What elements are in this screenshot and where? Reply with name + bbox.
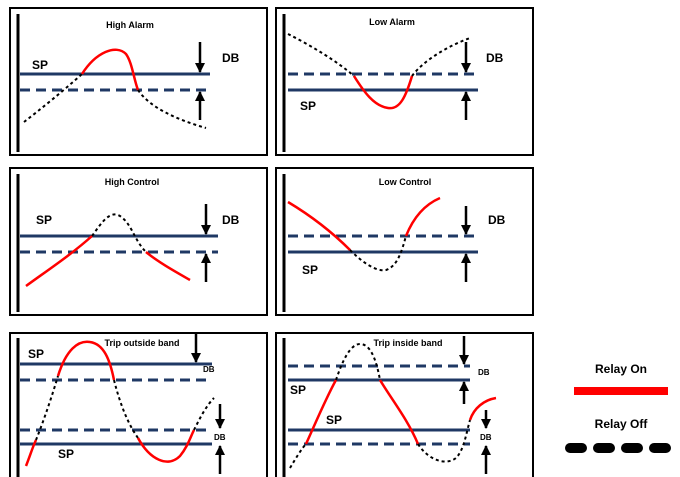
relay-on-curve	[136, 429, 196, 463]
relay-on-curve	[378, 379, 420, 445]
relay-off-curve	[287, 33, 355, 77]
db-lower-label: DB	[214, 433, 226, 442]
panel-title: High Control	[105, 177, 160, 187]
legend-relay-on-label: Relay On	[595, 362, 647, 376]
panel-frame	[275, 167, 534, 316]
panel-low-control: Low Control SP DB	[275, 167, 534, 316]
sp-label: SP	[300, 99, 316, 113]
relay-off-curve	[137, 89, 207, 129]
db-upper-label: DB	[478, 368, 490, 377]
panel-frame	[275, 332, 534, 477]
relay-on-curve	[287, 200, 351, 251]
db-label: DB	[488, 213, 506, 227]
panel-frame	[9, 332, 268, 477]
sp-label: SP	[32, 58, 48, 72]
relay-off-curve	[35, 375, 59, 441]
sp-lower-label: SP	[58, 447, 74, 461]
relay-on-curve	[80, 48, 140, 91]
relay-on-curve	[24, 439, 38, 467]
db-label: DB	[222, 213, 240, 227]
panel-frame	[9, 167, 268, 316]
panel-high-alarm: High Alarm SP DB	[9, 7, 268, 156]
relay-off-curve	[411, 37, 471, 77]
legend-relay-off-label: Relay Off	[595, 417, 649, 431]
sp-label: SP	[302, 263, 318, 277]
panel-title: Low Alarm	[369, 17, 415, 27]
panel-frame	[9, 7, 268, 156]
db-label: DB	[486, 51, 504, 65]
relay-on-curve	[352, 75, 414, 110]
sp-upper-label: SP	[28, 347, 44, 361]
relay-off-curve	[91, 213, 147, 253]
panel-high-control: High Control SP DB	[9, 167, 268, 316]
relay-off-curve	[349, 235, 407, 272]
panel-title: Trip outside band	[104, 338, 179, 348]
relay-on-curve	[404, 196, 441, 237]
relay-on-curve	[56, 340, 116, 381]
sp-lower-label: SP	[326, 413, 342, 427]
panel-title: Trip inside band	[373, 338, 442, 348]
sp-upper-label: SP	[290, 383, 306, 397]
relay-off-curve	[289, 443, 307, 469]
legend: Relay On Relay Off	[565, 362, 680, 453]
db-upper-label: DB	[203, 365, 215, 374]
relay-on-curve	[468, 396, 497, 421]
panel-trip-outside-band: Trip outside band SP SP DB DB	[9, 332, 268, 477]
relay-off-curve	[23, 73, 83, 123]
panel-trip-inside-band: Trip inside band SP SP DB DB	[275, 332, 534, 477]
panel-title: High Alarm	[106, 20, 154, 30]
sp-label: SP	[36, 213, 52, 227]
relay-on-curve	[304, 379, 338, 445]
panel-frame	[275, 7, 534, 156]
db-lower-label: DB	[480, 433, 492, 442]
relay-off-curve	[417, 419, 471, 463]
relay-on-curve	[25, 235, 93, 288]
relay-off-curve	[193, 397, 215, 431]
db-label: DB	[222, 51, 240, 65]
relay-on-curve	[145, 251, 191, 282]
panel-low-alarm: Low Alarm SP DB	[275, 7, 534, 156]
panel-title: Low Control	[379, 177, 432, 187]
relay-off-curve	[335, 342, 381, 381]
